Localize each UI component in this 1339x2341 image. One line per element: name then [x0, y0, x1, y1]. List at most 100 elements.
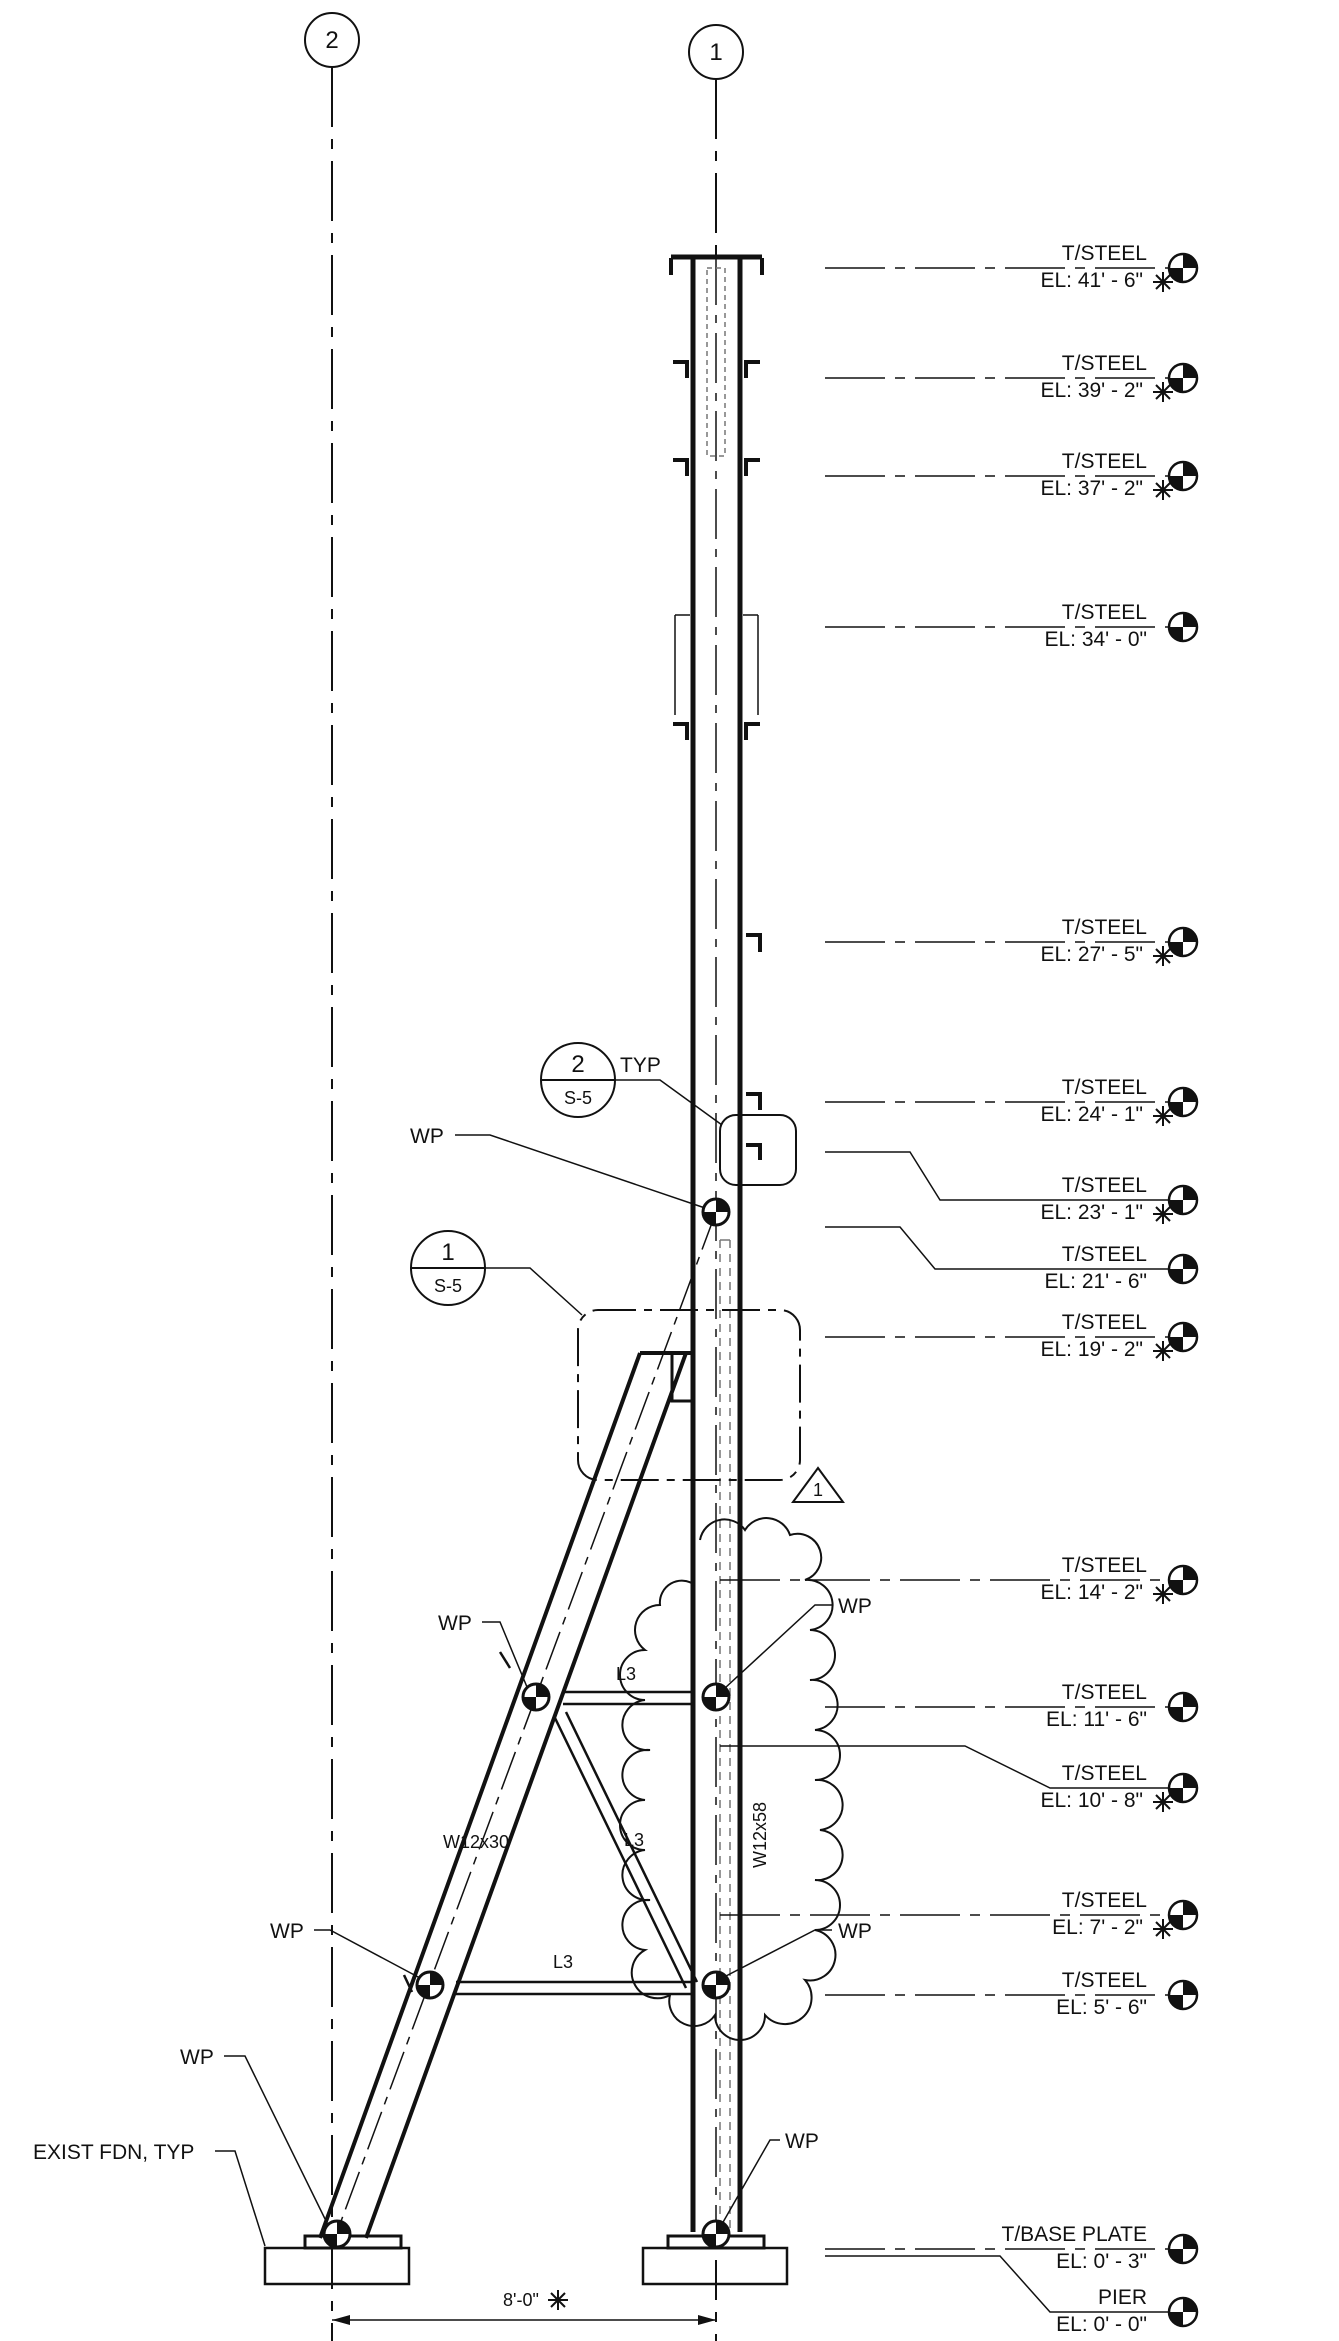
elevation-top-label: T/STEEL: [1062, 1681, 1147, 1704]
elevation-value-label: EL: 41' - 6": [1040, 269, 1143, 292]
elevation-target-icon: [1167, 1184, 1199, 1216]
elevation-value-label: EL: 0' - 3": [1056, 2250, 1147, 2273]
elevation-target-icon: [1167, 1086, 1199, 1118]
elevation-marker: T/STEEL EL: 5' - 6": [825, 1969, 1199, 2019]
elevation-marker: T/STEEL EL: 21' - 6": [825, 1226, 1199, 1293]
elevation-value-label: EL: 14' - 2": [1040, 1581, 1143, 1604]
elevation-top-label: T/STEEL: [1062, 1762, 1147, 1785]
column-member-label: W12x58: [750, 1802, 770, 1868]
elevation-top-label: T/STEEL: [1062, 1889, 1147, 1912]
callout-number: 1: [441, 1239, 454, 1266]
elevation-target-icon: [1167, 252, 1199, 284]
revision-asterisk-icon: [1152, 1918, 1174, 1940]
detail-callout-2: 2 S-5 TYP: [540, 1042, 723, 1126]
elevation-target-icon: [1167, 2296, 1199, 2328]
elevation-value-label: EL: 37' - 2": [1040, 477, 1143, 500]
l3-label: L3: [553, 1952, 573, 1972]
callout-number: 2: [571, 1051, 584, 1078]
svg-text:WP: WP: [180, 2046, 214, 2069]
elevation-value-label: EL: 34' - 0": [1044, 628, 1147, 651]
exist-fdn-label: EXIST FDN, TYP: [33, 2141, 266, 2247]
grid-label-1: 1: [709, 39, 722, 66]
elevation-top-label: T/STEEL: [1062, 1311, 1147, 1334]
revision-asterisk-icon: [1152, 1791, 1174, 1813]
revision-asterisk-icon: [1152, 1203, 1174, 1225]
svg-text:WP: WP: [785, 2130, 819, 2153]
elevation-target-icon: [1167, 460, 1199, 492]
grid-label-2: 2: [325, 27, 338, 54]
brace-member: [318, 1211, 717, 2239]
elevation-marker: T/STEEL EL: 37' - 2": [825, 450, 1199, 501]
callout-sheet: S-5: [564, 1088, 592, 1108]
elevation-target-icon: [1167, 611, 1199, 643]
beam-stubs: [669, 258, 764, 1160]
wp-label: WP: [724, 1595, 872, 1689]
wp-label: WP: [270, 1920, 421, 1979]
wp-label: WP: [410, 1125, 706, 1209]
elevation-top-label: T/STEEL: [1062, 1243, 1147, 1266]
wp-label: WP: [438, 1612, 528, 1688]
revision-asterisk-icon: [1152, 945, 1174, 967]
revision-asterisk-icon: [1152, 1583, 1174, 1605]
elevation-target-icon: [1167, 1899, 1199, 1931]
elevation-target-icon: [1167, 362, 1199, 394]
elevation-top-label: T/STEEL: [1062, 450, 1147, 473]
svg-text:EXIST FDN, TYP: EXIST FDN, TYP: [33, 2141, 194, 2164]
elevation-value-label: EL: 11' - 6": [1046, 1708, 1147, 1731]
detail-boundary-2: [719, 1114, 797, 1186]
wp-marker: [521, 1682, 551, 1712]
elevation-top-label: T/STEEL: [1062, 916, 1147, 939]
l3-struts: [402, 1651, 699, 1996]
svg-text:WP: WP: [838, 1920, 872, 1943]
elevation-target-icon: [1167, 1321, 1199, 1353]
elevation-marker: T/STEEL EL: 10' - 8": [720, 1745, 1199, 1813]
wp-marker: [701, 1970, 731, 2000]
elevation-value-label: EL: 10' - 8": [1040, 1789, 1143, 1812]
elevation-top-label: T/STEEL: [1062, 1076, 1147, 1099]
elevation-top-label: T/STEEL: [1062, 242, 1147, 265]
elevation-target-icon: [1167, 1772, 1199, 1804]
svg-text:WP: WP: [438, 1612, 472, 1635]
grid-line-1: 1: [688, 24, 744, 2341]
elevation-target-icon: [1167, 1979, 1199, 2011]
elevation-target-icon: [1167, 2233, 1199, 2265]
elevation-target-icon: [1167, 926, 1199, 958]
callout-note: TYP: [620, 1054, 661, 1077]
revision-number: 1: [813, 1480, 823, 1500]
wp-label: WP: [725, 1920, 872, 1977]
elevation-target-icon: [1167, 1691, 1199, 1723]
callout-sheet: S-5: [434, 1276, 462, 1296]
l3-label: L3: [624, 1830, 644, 1850]
dimension-text: 8'-0": [503, 2290, 539, 2310]
wp-label: WP: [180, 2046, 329, 2226]
revision-asterisk-icon: [1152, 381, 1174, 403]
elevation-target-icon: [1167, 1564, 1199, 1596]
elevation-top-label: T/STEEL: [1062, 601, 1147, 624]
revision-asterisk-icon: [1152, 479, 1174, 501]
revision-triangle: 1: [791, 1466, 845, 1503]
elevation-value-label: EL: 24' - 1": [1040, 1103, 1143, 1126]
elevation-value-label: EL: 5' - 6": [1056, 1996, 1147, 2019]
elevation-marker: T/STEEL EL: 41' - 6": [825, 242, 1199, 293]
elevation-top-label: T/STEEL: [1062, 1969, 1147, 1992]
elevation-top-label: T/STEEL: [1062, 352, 1147, 375]
elevation-value-label: EL: 23' - 1": [1040, 1201, 1143, 1224]
svg-text:WP: WP: [410, 1125, 444, 1148]
elevation-target-icon: [1167, 1253, 1199, 1285]
elevation-marker: T/STEEL EL: 24' - 1": [825, 1076, 1199, 1127]
revision-asterisk-icon: [1152, 1340, 1174, 1362]
elevation-marker: T/STEEL EL: 34' - 0": [825, 601, 1199, 651]
wp-marker: [701, 2219, 731, 2249]
elevation-value-label: EL: 21' - 6": [1044, 1270, 1147, 1293]
main-column: [671, 254, 762, 2232]
